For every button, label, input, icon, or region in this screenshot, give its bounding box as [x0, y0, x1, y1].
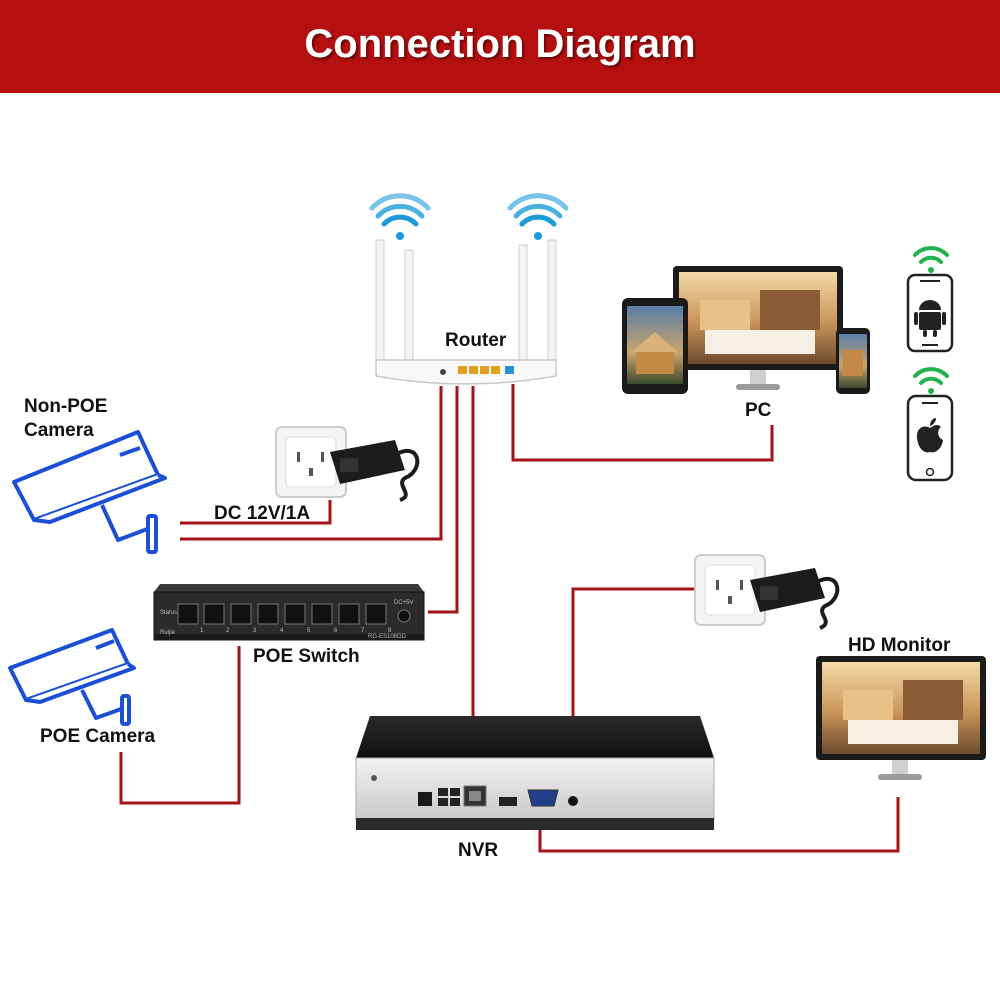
- poe-camera-icon: [8, 628, 136, 726]
- router-device: [375, 239, 557, 385]
- switch-status-label: Status: [160, 610, 177, 616]
- smartphone-device: [836, 328, 870, 394]
- switch-port-label: 6: [334, 628, 338, 634]
- switch-dc-label: DC+5V: [394, 600, 414, 606]
- tablet-device: [622, 298, 688, 394]
- poe-switch-label: POE Switch: [253, 646, 360, 667]
- android-phone-icon: [906, 273, 954, 353]
- pc-label: PC: [745, 400, 772, 421]
- dc-to-nonpoe-camera-line: [180, 500, 332, 525]
- switch-brand-label: Ruijie: [160, 630, 176, 636]
- dc-power-label: DC 12V/1A: [214, 503, 311, 524]
- wifi-icon: [369, 193, 431, 240]
- non-poe-camera-label-line2: Camera: [24, 420, 94, 441]
- router-to-pc-line: [511, 384, 774, 462]
- hd-monitor-label: HD Monitor: [848, 635, 951, 656]
- switch-port-label: 4: [280, 628, 284, 634]
- router-to-switch-line: [428, 386, 459, 614]
- switch-port-label: 1: [200, 628, 204, 634]
- router-label: Router: [445, 330, 507, 351]
- switch-port-label: 3: [253, 628, 257, 634]
- wifi-icon: [913, 367, 949, 394]
- power-adapter-icon: [330, 440, 420, 502]
- nvr-label: NVR: [458, 840, 499, 861]
- switch-port-label: 8: [388, 628, 392, 634]
- switch-port-label: 5: [307, 628, 311, 634]
- switch-port-label: 7: [361, 628, 365, 634]
- wifi-icon: [913, 246, 949, 273]
- apple-phone-icon: [906, 394, 954, 482]
- pc-monitor-device: [673, 266, 843, 390]
- power-outlet-icon: [275, 426, 347, 498]
- switch-port-label: 2: [226, 628, 230, 634]
- switch-to-poe-camera-line: [119, 646, 241, 805]
- non-poe-camera-icon: [12, 430, 167, 554]
- diagram-title: Connection Diagram: [304, 22, 696, 66]
- switch-model-label: RG-ES108GD: [368, 634, 407, 640]
- hd-monitor-device: [816, 656, 986, 780]
- wifi-icon: [507, 193, 569, 240]
- router-to-nonpoe-camera-line: [180, 386, 443, 541]
- power-adapter-icon: [750, 568, 840, 630]
- poe-switch-device: 1 2 3 4 5 6 7 8 Status DC+5V Ruijie RG-E…: [153, 584, 425, 641]
- non-poe-camera-label-line1: Non-POE: [24, 396, 108, 417]
- poe-camera-label: POE Camera: [40, 726, 156, 747]
- nvr-to-monitor-line: [538, 797, 900, 853]
- nvr-device: [355, 716, 715, 830]
- title-banner: [0, 0, 1000, 93]
